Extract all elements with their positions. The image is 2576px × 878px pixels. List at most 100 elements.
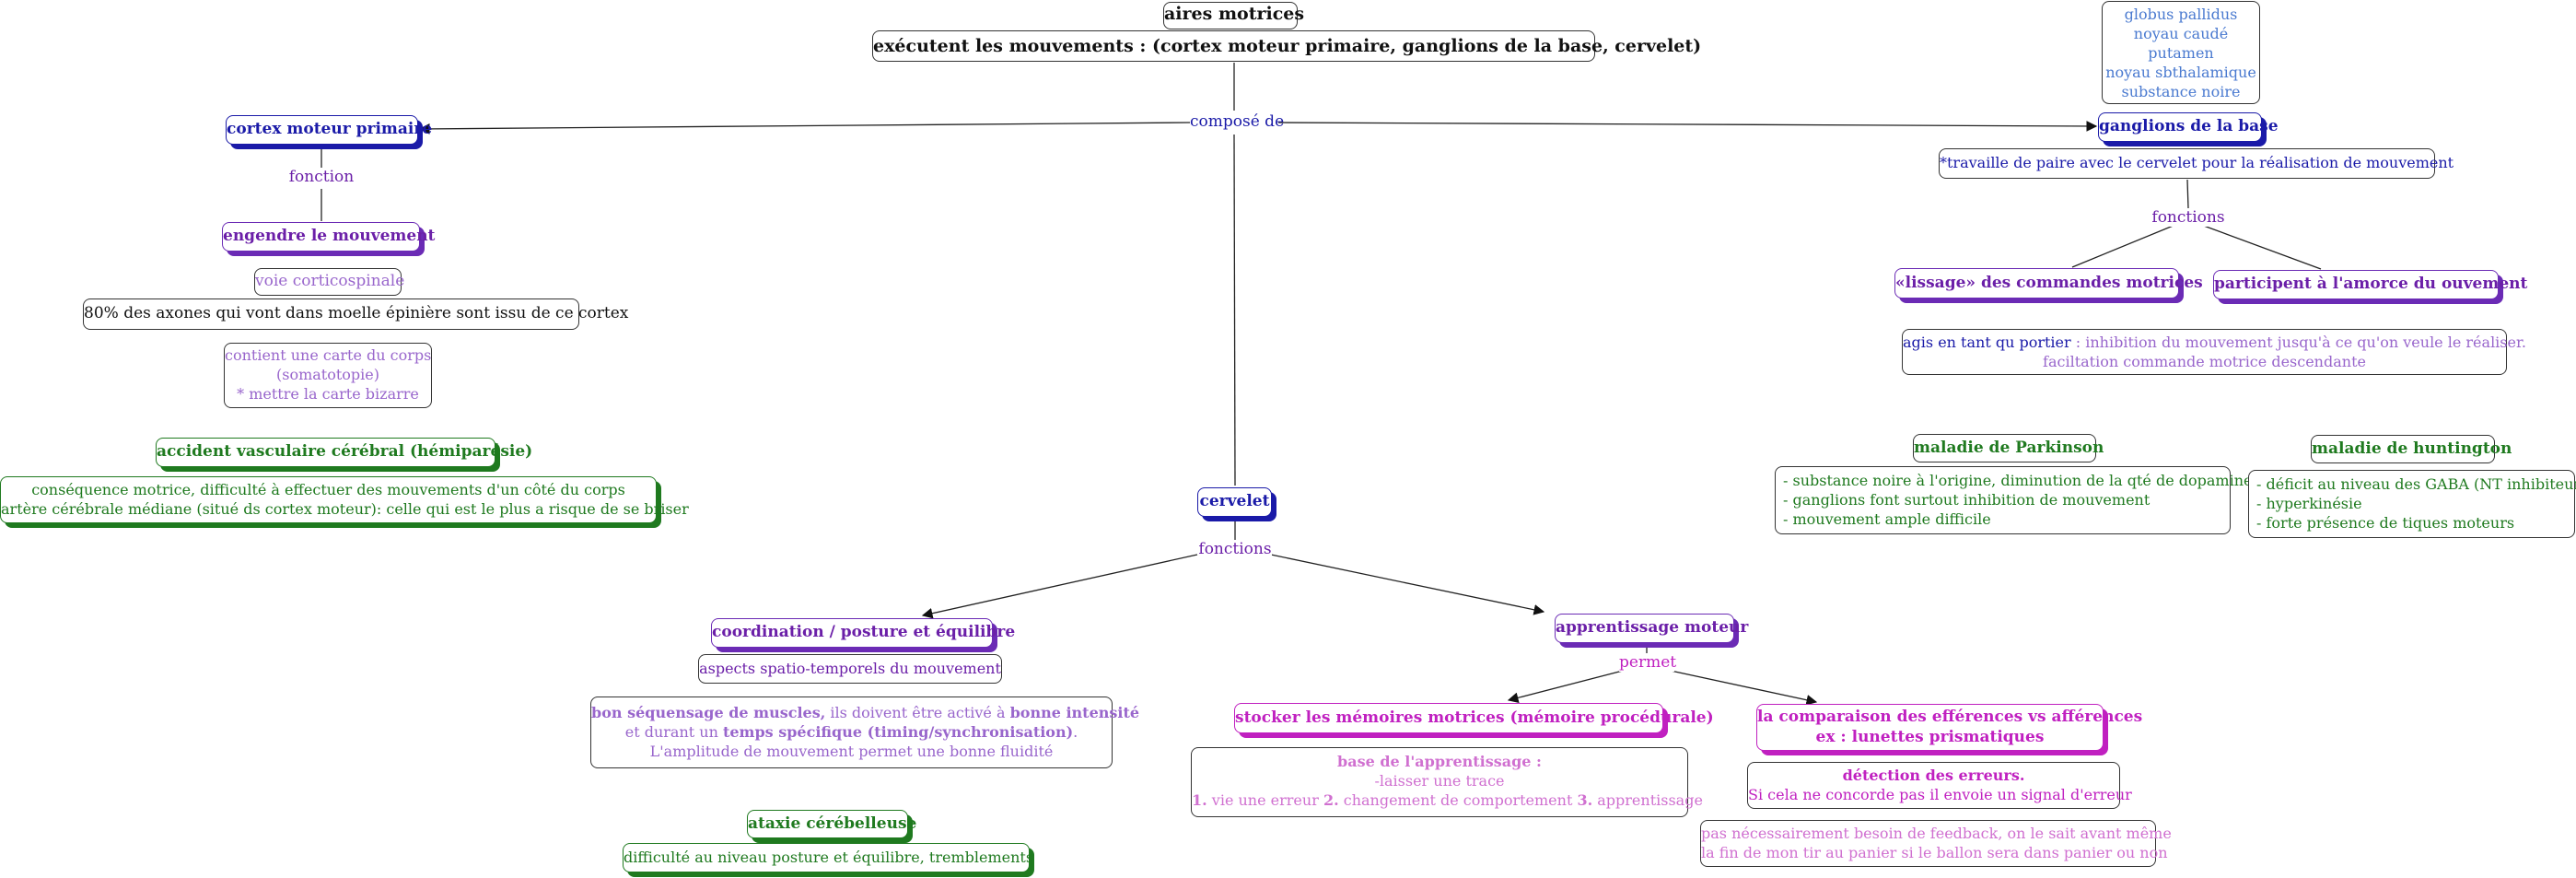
base-line-3: 1. vie une erreur 2. changement de compo…	[1192, 790, 1703, 810]
ataxie-text-node[interactable]: difficulté au niveau posture et équilibr…	[623, 843, 1033, 872]
link-permet-comparaison	[1670, 670, 1818, 706]
carte-line: contient une carte du corps	[225, 346, 432, 364]
lissage-node[interactable]: «lissage» des commandes motrices	[1894, 268, 2203, 299]
seq-text-3: .	[1073, 723, 1078, 741]
structure-item: substance noire	[2121, 83, 2241, 100]
lissage-text: «lissage» des commandes motrices	[1895, 274, 2203, 292]
feedback-line: la fin de mon tir au panier si le ballon…	[1701, 844, 2168, 861]
structure-item: putamen	[2148, 44, 2214, 62]
travail-text: *travaille de paire avec le cervelet pou…	[1940, 154, 2454, 171]
axones-node[interactable]: 80% des axones qui vont dans moelle épin…	[83, 299, 628, 330]
seq-text-2: et durant un	[624, 723, 723, 741]
link-compose-cortex	[418, 122, 1191, 135]
avc-node[interactable]: accident vasculaire cérébral (hémiparési…	[156, 438, 532, 467]
huntington-line: - hyperkinésie	[2256, 495, 2362, 512]
structure-item: globus pallidus	[2124, 6, 2238, 23]
avc-line: artère cérébrale médiane (situé ds corte…	[1, 500, 689, 518]
seq-bold-3: temps spécifique (timing/synchronisation…	[722, 723, 1074, 741]
seq-bold-1: bon séquensage de muscles,	[591, 704, 826, 721]
seq-text-1: ils doivent être activé à	[825, 704, 1010, 721]
link-fonctions-lissage	[2071, 224, 2176, 268]
apprentissage-node[interactable]: apprentissage moteur	[1555, 614, 1748, 643]
link-fonctions-coord	[921, 554, 1198, 619]
structures-node[interactable]: globus pallidus noyau caudé putamen noya…	[2102, 1, 2260, 104]
link-label-compose: composé de	[1190, 112, 1285, 132]
base-step: apprentissage	[1592, 791, 1703, 809]
avc-title: accident vasculaire cérébral (hémiparési…	[157, 442, 533, 461]
avc-text-node[interactable]: conséquence motrice, difficulté à effect…	[0, 476, 689, 523]
link-permet-stocker	[1507, 670, 1624, 704]
cortex-node[interactable]: cortex moteur primaire	[226, 115, 432, 145]
engendre-node[interactable]: engendre le mouvement	[222, 222, 435, 252]
base-num: 1.	[1192, 791, 1207, 809]
huntington-line: - déficit au niveau des GABA (NT inhibit…	[2256, 475, 2576, 493]
seq-line-2: et durant un temps spécifique (timing/sy…	[591, 722, 1112, 742]
root-title: aires motrices	[1164, 4, 1305, 24]
link-fonctions-apprent	[1270, 554, 1545, 615]
base-num: 3.	[1577, 791, 1593, 809]
engendre-text: engendre le mouvement	[223, 227, 436, 245]
link-label-permet: permet	[1619, 653, 1677, 673]
coord-node[interactable]: coordination / posture et équilibre	[711, 618, 1015, 648]
link-compose-cervelet	[1233, 134, 1236, 486]
parkinson-title-node[interactable]: maladie de Parkinson	[1913, 434, 2104, 462]
link-label-fonctions-gb: fonctions	[2151, 208, 2225, 228]
portier-desc: : inhibition du mouvement jusqu'à ce qu'…	[2070, 334, 2526, 351]
comparaison-line: la comparaison des efférences vs afféren…	[1757, 708, 2143, 726]
detection-line-1: détection des erreurs.	[1842, 767, 2025, 784]
comparaison-line: ex : lunettes prismatiques	[1815, 728, 2045, 746]
link-label-fonctions-cerv: fonctions	[1198, 540, 1272, 559]
cervelet-node[interactable]: cervelet	[1197, 487, 1272, 517]
travail-node[interactable]: *travaille de paire avec le cervelet pou…	[1939, 148, 2454, 179]
huntington-title: maladie de huntington	[2312, 439, 2512, 458]
ganglions-title: ganglions de la base	[2099, 117, 2279, 135]
sequensage-node[interactable]: bon séquensage de muscles, ils doivent ê…	[590, 697, 1139, 768]
seq-line-3: L'amplitude de mouvement permet une bonn…	[649, 743, 1054, 760]
carte-line: (somatotopie)	[276, 366, 379, 383]
detection-node[interactable]: détection des erreurs. Si cela ne concor…	[1747, 762, 2132, 809]
parkinson-title: maladie de Parkinson	[1914, 439, 2104, 457]
ataxie-node[interactable]: ataxie cérébelleuse	[747, 810, 916, 838]
aspects-text: aspects spatio-temporels du mouvement	[699, 660, 1001, 677]
huntington-node[interactable]: - déficit au niveau des GABA (NT inhibit…	[2248, 470, 2576, 538]
aspects-node[interactable]: aspects spatio-temporels du mouvement	[698, 654, 1002, 684]
portier-line-2: faciltation commande motrice descendante	[2043, 353, 2366, 370]
cervelet-title: cervelet	[1199, 492, 1270, 510]
root-subtitle-node[interactable]: exécutent les mouvements : (cortex moteu…	[872, 30, 1701, 62]
voie-node[interactable]: voie corticospinale	[254, 268, 405, 296]
ganglions-node[interactable]: ganglions de la base	[2098, 112, 2279, 142]
huntington-line: - forte présence de tiques moteurs	[2256, 514, 2515, 532]
coord-text: coordination / posture et équilibre	[712, 623, 1016, 641]
base-num: 2.	[1323, 791, 1339, 809]
cortex-title: cortex moteur primaire	[227, 120, 433, 138]
avc-line: conséquence motrice, difficulté à effect…	[31, 481, 625, 498]
portier-node[interactable]: agis en tant qu portier : inhibition du …	[1902, 329, 2526, 375]
parkinson-line: - ganglions font surtout inhibition de m…	[1783, 491, 2151, 509]
parkinson-node[interactable]: - substance noire à l'origine, diminutio…	[1775, 466, 2253, 534]
base-step: changement de comportement	[1338, 791, 1578, 809]
stocker-node[interactable]: stocker les mémoires motrices (mémoire p…	[1234, 703, 1714, 733]
carte-node[interactable]: contient une carte du corps (somatotopie…	[224, 343, 432, 408]
amorce-node[interactable]: participent à l'amorce du ouvement	[2213, 270, 2527, 299]
root-title-node[interactable]: aires motrices	[1163, 2, 1304, 29]
base-line-2: -laisser une trace	[1374, 772, 1505, 790]
base-step: vie une erreur	[1206, 791, 1323, 809]
stocker-text: stocker les mémoires motrices (mémoire p…	[1235, 708, 1714, 727]
seq-bold-2: bonne intensité	[1009, 704, 1140, 721]
link-label-fonction: fonction	[287, 168, 356, 187]
base-node[interactable]: base de l'apprentissage : -laisser une t…	[1191, 747, 1703, 817]
feedback-node[interactable]: pas nécessairement besoin de feedback, o…	[1700, 820, 2172, 867]
base-line-1: base de l'apprentissage :	[1337, 753, 1542, 770]
detection-line-2: Si cela ne concorde pas il envoie un sig…	[1748, 786, 2132, 803]
voie-text: voie corticospinale	[255, 272, 405, 290]
feedback-line: pas nécessairement besoin de feedback, o…	[1701, 825, 2172, 842]
root-subtitle: exécutent les mouvements : (cortex moteu…	[873, 36, 1702, 56]
link-fonctions-amorce	[2200, 224, 2322, 270]
seq-line-1: bon séquensage de muscles, ils doivent ê…	[591, 703, 1139, 722]
comparaison-node[interactable]: la comparaison des efférences vs afféren…	[1756, 704, 2143, 751]
link-gb-fonctions	[2186, 179, 2189, 209]
huntington-title-node[interactable]: maladie de huntington	[2311, 435, 2512, 463]
portier-label: agis en tant qu portier	[1903, 334, 2071, 351]
parkinson-line: - substance noire à l'origine, diminutio…	[1783, 472, 2253, 489]
